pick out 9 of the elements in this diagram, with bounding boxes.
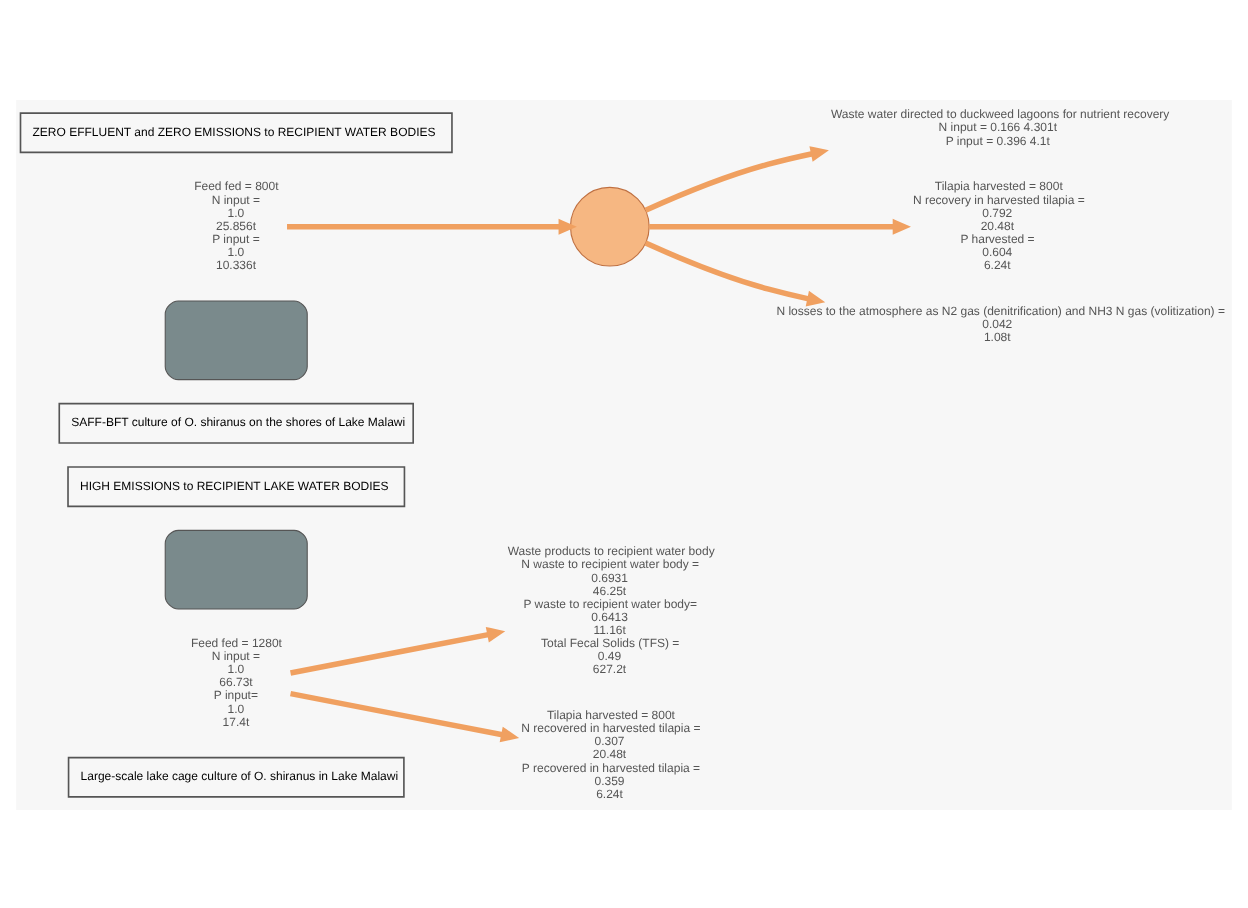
arrow	[649, 217, 911, 234]
arrow	[290, 689, 520, 742]
arrow	[644, 239, 826, 306]
node-circle	[569, 185, 650, 266]
node-box	[164, 299, 308, 380]
arrow	[287, 217, 577, 234]
arrow	[290, 625, 506, 675]
arrow	[644, 145, 829, 212]
node-box	[164, 528, 308, 609]
